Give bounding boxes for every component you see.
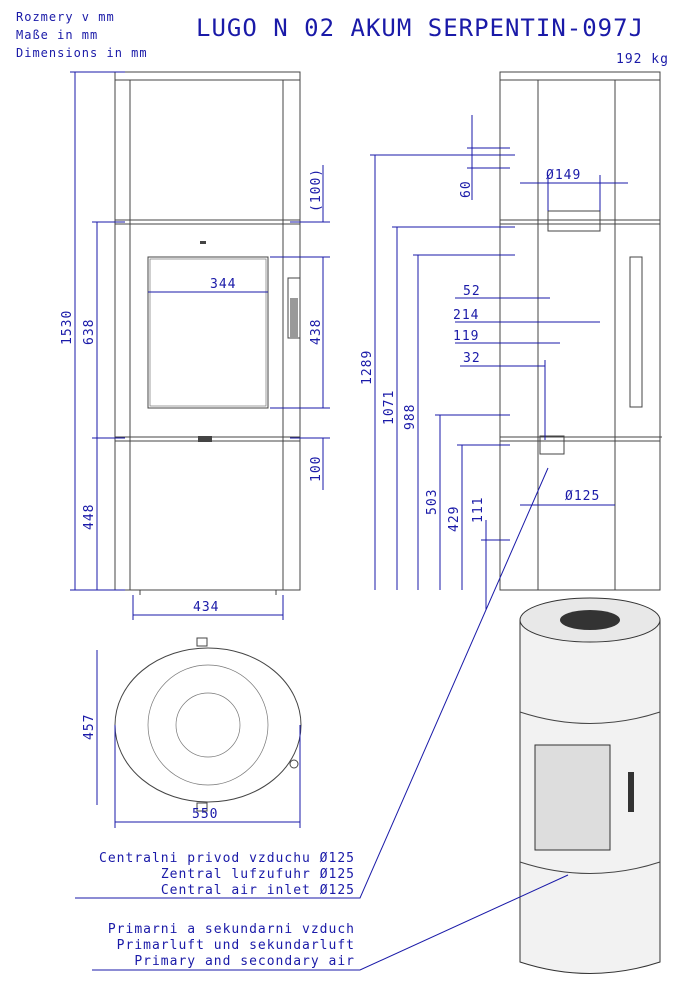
units-cz: Rozmery v mm	[16, 10, 115, 24]
dim-429: 429	[447, 506, 462, 532]
dim-1289: 1289	[360, 350, 375, 385]
weight-label: 192 kg	[616, 52, 669, 67]
dim-125: Ø125	[565, 489, 600, 504]
dim-1071: 1071	[382, 390, 397, 425]
note-cz: Centralni privod vzduchu Ø125	[99, 851, 355, 866]
dim-214: 214	[453, 308, 479, 323]
dim-100-top: (100)	[309, 168, 324, 212]
note-de: Zentral lufzufuhr Ø125	[161, 867, 355, 882]
units-en: Dimensions in mm	[16, 46, 148, 60]
units-de: Maße in mm	[16, 28, 98, 42]
note-cz: Primarni a sekundarni vzduch	[108, 922, 355, 937]
dim-119: 119	[453, 329, 479, 344]
dim-503: 503	[425, 489, 440, 515]
note-de: Primarluft und sekundarluft	[117, 938, 355, 953]
dim-434: 434	[193, 600, 219, 615]
stove-render	[519, 597, 661, 974]
dim-1530: 1530	[60, 310, 75, 345]
dim-100-bottom: 100	[309, 456, 324, 482]
dim-52: 52	[463, 284, 481, 299]
side-dimensions: 1289 1071 988 503 429 111 60 Ø149 52 214…	[360, 115, 628, 610]
dim-550: 550	[192, 807, 218, 822]
dim-32: 32	[463, 351, 481, 366]
primary-air-note: Primarni a sekundarni vzduch Primarluft …	[92, 874, 569, 971]
dim-457: 457	[82, 714, 97, 740]
flue-outlet	[547, 210, 601, 232]
side-view	[499, 71, 662, 591]
front-view	[114, 71, 301, 595]
dim-344: 344	[210, 277, 236, 292]
dim-638: 638	[82, 319, 97, 345]
front-dimensions: 1530 638 448 (100) 438 100 344 434	[60, 71, 330, 620]
dim-988: 988	[403, 404, 418, 430]
dim-60: 60	[459, 180, 474, 198]
dim-149: Ø149	[546, 168, 581, 183]
dim-448: 448	[82, 504, 97, 530]
dim-438: 438	[309, 319, 324, 345]
dim-111: 111	[471, 497, 486, 523]
note-en: Primary and secondary air	[134, 954, 355, 969]
door-glass	[147, 256, 269, 409]
central-air-note: Centralni privod vzduchu Ø125 Zentral lu…	[75, 467, 549, 899]
note-en: Central air inlet Ø125	[161, 883, 355, 898]
top-view: 457 550	[82, 637, 302, 828]
drawing-title: LUGO N 02 AKUM SERPENTIN-097J	[196, 14, 644, 42]
units-note: Rozmery v mm Maße in mm Dimensions in mm	[16, 10, 148, 60]
